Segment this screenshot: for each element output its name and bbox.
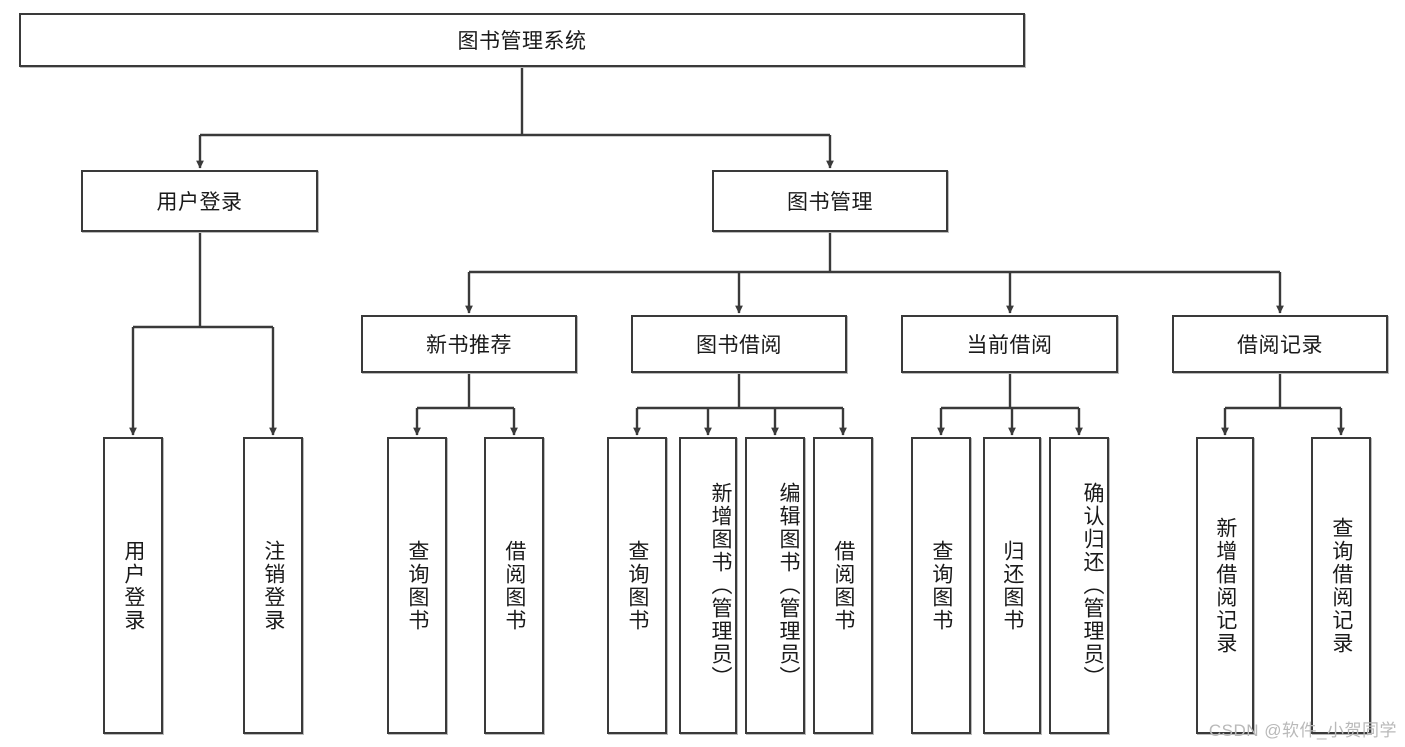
node-leaf-borrow-2[interactable]: 借阅图书 — [813, 437, 873, 734]
node-current-borrow[interactable]: 当前借阅 — [901, 315, 1118, 373]
node-label: 查询图书 — [625, 539, 649, 632]
node-book-borrow[interactable]: 图书借阅 — [631, 315, 847, 373]
node-leaf-return[interactable]: 归还图书 — [983, 437, 1041, 734]
node-label: 查询借阅记录 — [1329, 516, 1353, 655]
connector-lines — [129, 67, 1345, 436]
node-root[interactable]: 图书管理系统 — [19, 13, 1025, 67]
node-label: 查询图书 — [929, 539, 953, 632]
node-label: 图书管理系统 — [457, 30, 587, 53]
node-label: 确认归还（管理员） — [1081, 482, 1104, 689]
node-label: 借阅记录 — [1237, 334, 1323, 357]
node-leaf-add-book[interactable]: 新增图书（管理员） — [679, 437, 737, 734]
node-label: 借阅图书 — [502, 539, 526, 632]
node-leaf-query-2[interactable]: 查询图书 — [607, 437, 667, 734]
node-label: 图书管理 — [787, 191, 873, 214]
node-label: 新增借阅记录 — [1213, 516, 1237, 655]
node-label: 用户登录 — [156, 191, 243, 214]
node-leaf-query-3[interactable]: 查询图书 — [911, 437, 971, 734]
node-leaf-query-1[interactable]: 查询图书 — [387, 437, 447, 734]
node-leaf-query-rec[interactable]: 查询借阅记录 — [1311, 437, 1371, 734]
node-label: 借阅图书 — [831, 539, 855, 632]
node-leaf-add-rec[interactable]: 新增借阅记录 — [1196, 437, 1254, 734]
node-label: 新书推荐 — [426, 334, 512, 357]
node-user-login[interactable]: 用户登录 — [81, 170, 318, 232]
node-leaf-user-login[interactable]: 用户登录 — [103, 437, 163, 734]
watermark-text: CSDN @软件_小贺同学 — [1208, 721, 1397, 740]
node-label: 编辑图书（管理员） — [777, 482, 800, 689]
node-label: 图书借阅 — [696, 334, 782, 357]
node-label: 新增图书（管理员） — [709, 482, 732, 689]
node-new-book-rec[interactable]: 新书推荐 — [361, 315, 577, 373]
node-book-manage[interactable]: 图书管理 — [712, 170, 948, 232]
node-label: 当前借阅 — [966, 334, 1053, 357]
node-leaf-borrow-1[interactable]: 借阅图书 — [484, 437, 544, 734]
node-label: 归还图书 — [1000, 539, 1024, 632]
node-label: 查询图书 — [405, 539, 429, 632]
node-leaf-edit-book[interactable]: 编辑图书（管理员） — [745, 437, 805, 734]
node-leaf-logout[interactable]: 注销登录 — [243, 437, 303, 734]
node-label: 用户登录 — [121, 539, 145, 632]
node-leaf-confirm[interactable]: 确认归还（管理员） — [1049, 437, 1109, 734]
node-borrow-record[interactable]: 借阅记录 — [1172, 315, 1388, 373]
node-label: 注销登录 — [261, 539, 285, 632]
